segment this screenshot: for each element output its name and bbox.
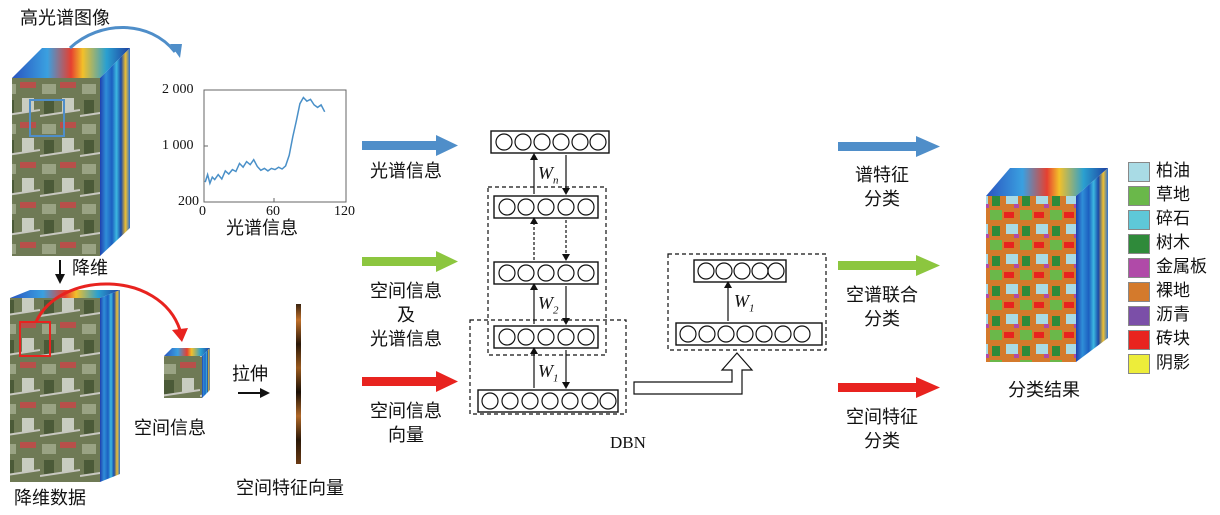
hollow-arrow <box>633 352 754 395</box>
label-output-spectral: 谱特征 分类 <box>842 164 922 212</box>
curved-arrow-blue <box>68 26 177 53</box>
legend-swatch <box>1128 282 1150 302</box>
weight-w1b-sub: 1 <box>749 302 755 315</box>
label-input-spatial-1: 空间信息 <box>370 401 442 422</box>
legend-swatch <box>1128 210 1150 230</box>
label-input-joint-1: 空间信息 <box>370 281 442 302</box>
y-tick-2000: 2 000 <box>162 82 194 97</box>
weight-w2: W2 <box>538 292 559 322</box>
legend-swatch <box>1128 354 1150 374</box>
label-input-joint: 空间信息 及 光谱信息 <box>356 280 456 352</box>
x-tick-120: 120 <box>334 204 355 219</box>
label-spatial-feature-vector: 空间特征向量 <box>236 478 344 499</box>
legend-swatch <box>1128 162 1150 182</box>
label-dim-reduction: 降维 <box>72 258 108 279</box>
legend-label: 金属板 <box>1156 257 1207 277</box>
y-tick-1000: 1 000 <box>162 138 194 153</box>
weight-wn-w: W <box>538 163 553 183</box>
label-classification-result: 分类结果 <box>1008 380 1080 401</box>
dbn-network <box>469 130 827 415</box>
y-tick-200: 200 <box>178 194 199 209</box>
label-input-spatial: 空间信息 向量 <box>356 400 456 448</box>
weight-w2-sub: 2 <box>553 304 559 317</box>
spectrum-plot <box>203 89 347 203</box>
legend-label: 裸地 <box>1156 281 1190 301</box>
legend-swatch <box>1128 330 1150 350</box>
spectrum-line <box>204 96 326 186</box>
x-tick-0: 0 <box>199 204 206 219</box>
x-tick-60: 60 <box>266 204 280 219</box>
label-reduced-data: 降维数据 <box>14 488 86 509</box>
legend-label: 草地 <box>1156 185 1190 205</box>
hyperspectral-cube <box>12 48 130 256</box>
dbn-arrowheads <box>530 153 732 389</box>
legend-swatch <box>1128 186 1150 206</box>
spatial-patch <box>164 348 210 398</box>
legend-label: 沥青 <box>1156 305 1190 325</box>
legend-label: 阴影 <box>1156 353 1190 373</box>
label-output-joint-1: 空谱联合 <box>846 285 918 306</box>
legend-label: 砖块 <box>1156 329 1190 349</box>
legend-swatch <box>1128 306 1150 326</box>
label-input-spatial-2: 向量 <box>388 425 424 446</box>
legend-swatch <box>1128 258 1150 278</box>
arrow-joint-out <box>838 255 940 276</box>
label-input-joint-3: 光谱信息 <box>370 329 442 350</box>
label-spatial-patch: 空间信息 <box>134 418 206 439</box>
reduced-data-cube <box>10 290 120 482</box>
weight-w1b-w: W <box>734 291 749 311</box>
weight-wn: Wn <box>538 162 559 192</box>
label-output-spatial-2: 分类 <box>864 431 900 452</box>
label-input-joint-2: 及 <box>397 305 415 326</box>
legend-label: 树木 <box>1156 233 1190 253</box>
weight-wn-sub: n <box>553 174 559 187</box>
legend-label: 柏油 <box>1156 161 1190 181</box>
weight-w1-w: W <box>538 361 553 381</box>
curved-arrow-red <box>34 282 182 331</box>
label-input-spectral: 光谱信息 <box>370 161 442 182</box>
label-spectral-caption: 光谱信息 <box>226 218 298 239</box>
label-output-spatial-1: 空间特征 <box>846 407 918 428</box>
feature-vector-strip <box>296 304 301 464</box>
arrow-spatial-out <box>838 377 940 398</box>
arrow-spectral-out <box>838 136 940 157</box>
legend-label: 碎石 <box>1156 209 1190 229</box>
label-output-spectral-2: 分类 <box>864 189 900 210</box>
label-output-joint: 空谱联合 分类 <box>836 284 928 332</box>
label-output-spatial: 空间特征 分类 <box>836 406 928 454</box>
classification-cube <box>986 168 1108 362</box>
label-hyperspectral-image: 高光谱图像 <box>20 8 110 29</box>
arrow-joint-in <box>362 251 458 272</box>
arrow-spatial-in <box>362 371 458 392</box>
arrow-spectral-in <box>362 135 458 156</box>
weight-w2-w: W <box>538 293 553 313</box>
weight-w1b: W1 <box>734 290 755 320</box>
label-dbn: DBN <box>610 433 646 452</box>
label-output-joint-2: 分类 <box>864 309 900 330</box>
legend-swatch <box>1128 234 1150 254</box>
weight-w1: W1 <box>538 360 559 390</box>
weight-w1-sub: 1 <box>553 372 559 385</box>
label-stretch: 拉伸 <box>232 364 268 385</box>
label-output-spectral-1: 谱特征 <box>855 165 909 186</box>
